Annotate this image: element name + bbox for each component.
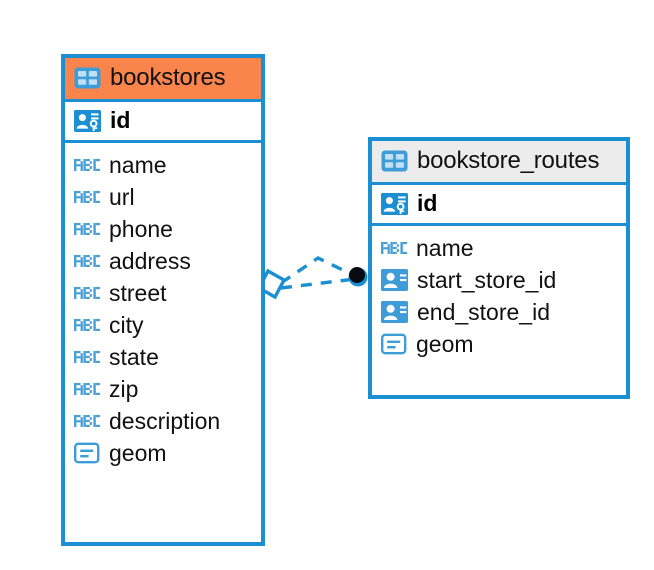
string-abc-icon — [74, 318, 100, 332]
entity-header-bookstores[interactable]: bookstores — [65, 58, 261, 99]
field-label: id — [417, 190, 438, 216]
field-label: end_store_id — [417, 299, 550, 326]
field-label: start_store_id — [417, 267, 557, 294]
foreign-key-icon — [381, 300, 408, 324]
field-row-primary-key[interactable]: id — [65, 99, 261, 143]
relationship-line-lower — [280, 277, 356, 290]
string-abc-icon — [74, 158, 100, 172]
field-row-name[interactable]: name — [372, 232, 626, 264]
field-list-bookstores: name u — [65, 143, 261, 476]
entity-bookstore-routes[interactable]: bookstore_routes id — [368, 137, 630, 399]
field-row-description[interactable]: description — [65, 405, 261, 437]
field-row-city[interactable]: city — [65, 309, 261, 341]
field-row-end-store-id[interactable]: end_store_id — [372, 296, 626, 328]
filled-circle-marker — [348, 267, 368, 287]
foreign-key-icon — [381, 268, 408, 292]
table-icon — [381, 150, 408, 172]
geometry-icon — [74, 442, 100, 464]
field-label: url — [109, 184, 135, 211]
string-abc-icon — [74, 254, 100, 268]
string-abc-icon — [381, 241, 407, 255]
string-abc-icon — [74, 286, 100, 300]
field-label: geom — [416, 331, 474, 358]
field-label: city — [109, 312, 144, 339]
field-row-geom[interactable]: geom — [372, 328, 626, 360]
entity-bookstores[interactable]: bookstores id — [61, 54, 265, 546]
field-row-name[interactable]: name — [65, 149, 261, 181]
entity-title: bookstores — [110, 64, 226, 91]
entity-header-bookstore-routes[interactable]: bookstore_routes — [372, 141, 626, 182]
string-abc-icon — [74, 382, 100, 396]
string-abc-icon — [74, 222, 100, 236]
field-label: description — [109, 408, 221, 435]
field-label: name — [109, 152, 167, 178]
field-row-url[interactable]: url — [65, 181, 261, 213]
field-row-street[interactable]: street — [65, 277, 261, 309]
field-row-start-store-id[interactable]: start_store_id — [372, 264, 626, 296]
field-label: address — [109, 248, 191, 275]
entity-title: bookstore_routes — [417, 147, 600, 174]
field-label: phone — [109, 216, 173, 243]
field-row-address[interactable]: address — [65, 245, 261, 277]
field-row-state[interactable]: state — [65, 341, 261, 373]
field-label: street — [109, 280, 167, 307]
field-row-geom[interactable]: geom — [65, 437, 261, 469]
field-row-zip[interactable]: zip — [65, 373, 261, 405]
string-abc-icon — [74, 190, 100, 204]
field-label: state — [109, 344, 159, 371]
field-list-bookstore-routes: name start_store_id — [372, 226, 626, 367]
field-row-phone[interactable]: phone — [65, 213, 261, 245]
geometry-icon — [381, 333, 407, 355]
field-label: id — [110, 107, 131, 133]
relationship-line-upper — [280, 256, 356, 285]
string-abc-icon — [74, 414, 100, 428]
table-icon — [74, 67, 101, 89]
primary-key-icon — [381, 192, 408, 216]
field-label: zip — [109, 376, 139, 403]
string-abc-icon — [74, 350, 100, 364]
field-label: name — [416, 235, 474, 261]
field-label: geom — [109, 440, 167, 467]
primary-key-icon — [74, 109, 101, 133]
field-row-primary-key[interactable]: id — [372, 182, 626, 226]
